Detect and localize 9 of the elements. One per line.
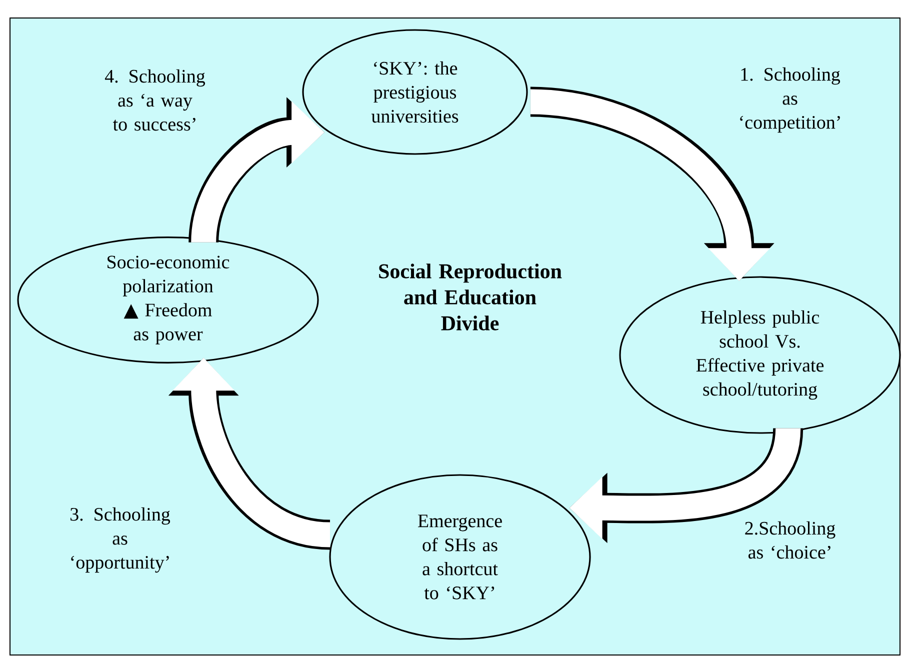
ellipse-node: Helpless public school Vs. Effective private school/tutoring [619, 276, 901, 434]
edge-label: 4. Schooling as ‘a way to success’ [104, 69, 206, 131]
ellipse-node: Emergence of SHs as a shortcut to ‘SKY’ [329, 474, 591, 640]
edge-label: 3. Schooling as ‘opportunity’ [70, 507, 170, 573]
ellipse-node: ‘SKY’: the prestigious universities [302, 29, 528, 155]
center-title: Social Reproduction and Education Divide [379, 264, 562, 330]
edge-label: 1. Schooling as ‘competition’ [740, 67, 840, 133]
edge-label: 2.Schooling as ‘choice’ [745, 521, 836, 559]
ellipse-node: Socio-economic polarization ▲ Freedom as power [17, 236, 319, 364]
